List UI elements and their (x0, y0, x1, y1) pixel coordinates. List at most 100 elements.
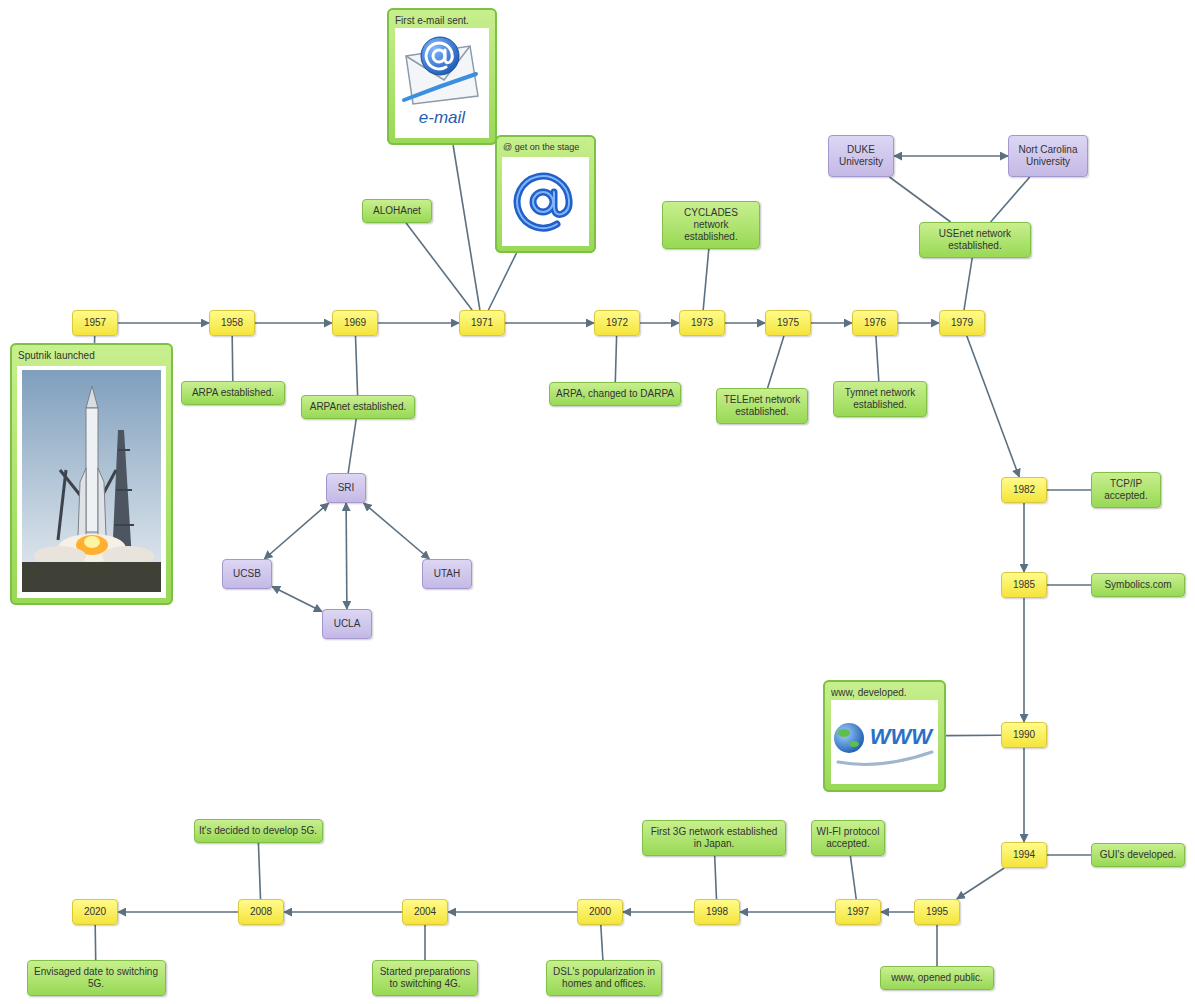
node-text: UCLA (327, 618, 367, 630)
connector-arrow (118, 322, 209, 324)
node-text: @ get on the stage (503, 142, 588, 153)
year-box: 1985 (1001, 572, 1047, 598)
connector-line (946, 734, 1001, 736)
connector-line (94, 925, 96, 960)
event-box: It's decided to develop 5G. (194, 819, 323, 843)
event-box: TELEnet network established. (716, 388, 808, 424)
connector-line (850, 856, 856, 899)
connector-arrow (1023, 503, 1025, 572)
at-sign-icon (495, 135, 596, 253)
year-box: 1982 (1001, 477, 1047, 503)
event-box: ARPAnet established. (301, 395, 415, 419)
connector-arrow (264, 503, 328, 559)
year-box: 1998 (694, 899, 740, 925)
node-text: 1998 (697, 906, 737, 918)
connector-line (601, 925, 603, 960)
event-box: Started preparations to switching 4G. (372, 960, 478, 996)
connector-line (703, 249, 709, 310)
event-box: ARPA, changed to DARPA (549, 382, 681, 406)
event-box: WI-FI protocol accepted. (811, 820, 885, 856)
node-text: 1957 (75, 317, 115, 329)
connector-arrow (881, 911, 914, 913)
connector-arrow (364, 503, 430, 559)
node-text: 2020 (75, 906, 115, 918)
icon-text: e-mail (397, 108, 487, 128)
event-box: USEnet network established. (919, 222, 1031, 258)
node-text: DUKE University (833, 144, 889, 168)
connector-arrow (118, 911, 238, 913)
year-box: 1979 (939, 310, 985, 336)
connector-arrow (1023, 598, 1025, 722)
node-text: WI-FI protocol accepted. (816, 826, 880, 850)
connector-line (424, 925, 426, 960)
university-box: DUKE University (828, 135, 894, 177)
event-box: Tymnet network established. (833, 381, 927, 417)
connector-line (258, 843, 260, 899)
event-box: ALOHAnet (362, 199, 432, 223)
event-box: www, opened public. (880, 966, 994, 990)
event-box: TCP/IP accepted. (1091, 472, 1161, 508)
node-text: www, developed. (831, 687, 938, 699)
node-text: Tymnet network established. (838, 387, 922, 411)
event-box: GUI's developed. (1091, 843, 1185, 867)
connector-arrow (957, 868, 1004, 899)
node-text: ARPAnet established. (306, 401, 410, 413)
year-box: 1975 (765, 310, 811, 336)
node-text: 1997 (838, 906, 878, 918)
node-text: 1972 (597, 317, 637, 329)
year-box: 1958 (209, 310, 255, 336)
sputnik-photo (10, 343, 173, 605)
connector-arrow (272, 587, 322, 612)
node-text: SRI (331, 482, 361, 494)
university-box: UTAH (422, 559, 472, 589)
connector-arrow (505, 322, 594, 324)
connector-line (936, 925, 938, 966)
connector-line (1047, 489, 1091, 491)
connector-line (890, 177, 951, 222)
node-text: Envisaged date to switching 5G. (32, 966, 161, 990)
node-text: First e-mail sent. (395, 15, 489, 27)
connector-arrow (448, 911, 577, 913)
node-text: 1976 (855, 317, 895, 329)
node-text: UCSB (227, 568, 267, 580)
node-text: ALOHAnet (367, 205, 427, 217)
connector-line (715, 856, 717, 899)
connector-arrow (255, 322, 332, 324)
connector-arrow (623, 911, 694, 913)
connector-line (876, 336, 879, 381)
connector-line (231, 336, 233, 381)
node-text: USEnet network established. (924, 228, 1026, 252)
year-box: 1957 (72, 310, 118, 336)
connector-arrow (967, 336, 1019, 477)
event-box: CYCLADES network established. (662, 201, 760, 249)
connector-arrow (284, 911, 402, 913)
connector-arrow (811, 322, 852, 324)
connector-line (615, 336, 616, 382)
connector-arrow (1023, 748, 1025, 842)
node-text: ARPA, changed to DARPA (554, 388, 676, 400)
node-text: DSL's popularization in homes and office… (551, 966, 657, 990)
connector-arrow (898, 322, 939, 324)
node-text: 1982 (1004, 484, 1044, 496)
connector-line (964, 258, 972, 310)
node-text: 1995 (917, 906, 957, 918)
year-box: 2004 (402, 899, 448, 925)
event-box: ARPA established. (181, 381, 285, 405)
node-text: Symbolics.com (1096, 579, 1180, 591)
node-text: CYCLADES network established. (667, 207, 755, 243)
university-box: Nort Carolina University (1008, 135, 1088, 177)
picture-box: @ get on the stage (495, 135, 596, 253)
node-text: 1975 (768, 317, 808, 329)
node-text: 1994 (1004, 849, 1044, 861)
node-text: GUI's developed. (1096, 849, 1180, 861)
year-box: 1994 (1001, 842, 1047, 868)
node-text: 1958 (212, 317, 252, 329)
connector-line (406, 223, 472, 310)
university-box: UCLA (322, 609, 372, 639)
connector-arrow (378, 322, 459, 324)
year-box: 2020 (72, 899, 118, 925)
connector-arrow (345, 503, 347, 609)
node-text: Nort Carolina University (1013, 144, 1083, 168)
connector-arrow (725, 322, 765, 324)
www-icon (823, 680, 946, 792)
